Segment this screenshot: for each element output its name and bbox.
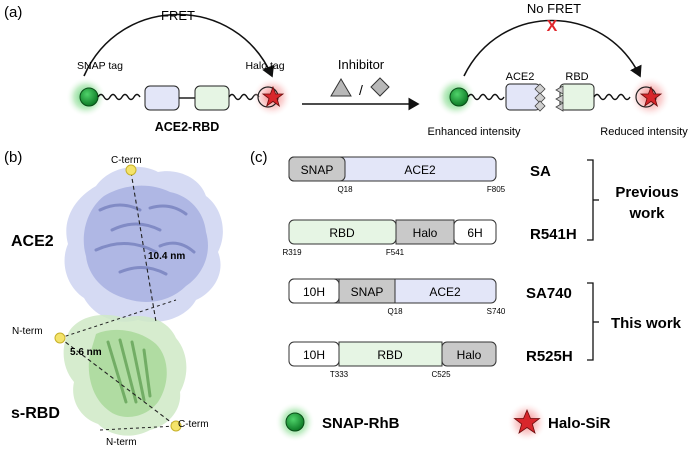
nterm-left-marker	[54, 332, 66, 344]
srbd-structure-label: s-RBD	[11, 405, 60, 422]
halo-star-icon	[261, 85, 285, 108]
no-fret-cross-icon: X	[547, 18, 558, 35]
cterm-top-label: C-term	[111, 155, 142, 166]
r525h-pos-left: T333	[330, 370, 349, 379]
triangle-bound-1-icon	[555, 85, 564, 95]
panel-c-label: (c)	[250, 149, 268, 166]
sa740-seg2: SNAP	[351, 285, 384, 299]
r525h-halo-segment	[441, 341, 497, 367]
inhibitor-label: Inhibitor	[338, 57, 385, 72]
sa740-pos-right: S740	[487, 307, 506, 316]
ace2-ribbons	[94, 203, 196, 276]
r525h-pos-right: C525	[431, 370, 451, 379]
reduced-label: Reduced intensity	[600, 126, 688, 138]
rbd-block-right	[559, 83, 595, 111]
r541h-6h-segment	[453, 219, 497, 245]
linker-left-right	[467, 93, 505, 101]
panel-b-label: (b)	[4, 149, 22, 166]
sa-seg1: SNAP	[301, 163, 334, 177]
triangle-bound-2-icon	[555, 94, 564, 104]
bracket-previous	[587, 159, 594, 241]
srbd-strands	[106, 338, 152, 404]
fret-arc	[83, 13, 274, 78]
distance-line-rbd	[59, 337, 177, 427]
cterm-top-marker	[125, 164, 137, 176]
construct-sa740: 10H SNAP ACE2 Q18 S740 SA740	[288, 278, 572, 316]
sa740-seg3: ACE2	[429, 285, 461, 299]
legend-halo-star-icon	[513, 408, 541, 434]
legend-snap-label: SNAP-RhB	[322, 415, 400, 432]
enhanced-label: Enhanced intensity	[428, 126, 521, 138]
r541h-seg3: 6H	[467, 226, 482, 240]
distance-short-label: 5.6 nm	[70, 347, 102, 358]
distance-line-bottom	[99, 425, 177, 431]
previous-work-line1: Previous	[615, 184, 678, 201]
r541h-seg2: Halo	[413, 226, 438, 240]
inhibitor-slash: /	[359, 82, 363, 98]
ace2-structure-label: ACE2	[11, 233, 54, 250]
sa740-pos-left: Q18	[387, 307, 403, 316]
construct-label: ACE2-RBD	[155, 120, 220, 134]
legend-halo-label: Halo-SiR	[548, 415, 611, 432]
r541h-pos-right: F541	[386, 248, 405, 257]
snap-tag-label: SNAP tag	[77, 60, 123, 72]
construct-sa: SNAP ACE2 Q18 F805 SA	[288, 156, 551, 194]
legend-snap-icon	[285, 412, 305, 432]
distance-line-cross	[59, 299, 177, 339]
distance-long-label: 10.4 nm	[148, 251, 185, 262]
sa740-name: SA740	[526, 285, 572, 302]
triangle-inhibitor-icon	[330, 78, 352, 97]
nterm-left-label: N-term	[12, 326, 43, 337]
no-fret-arc	[463, 19, 642, 78]
linker-left	[97, 93, 141, 101]
ace2-block	[144, 85, 180, 111]
construct-r541h: RBD Halo 6H R319 F541 R541H	[282, 219, 577, 257]
construct-r525h: 10H RBD Halo T333 C525 R525H	[288, 341, 573, 379]
sa-seg2: ACE2	[404, 163, 436, 177]
this-work-label: This work	[611, 315, 682, 332]
fret-label: FRET	[161, 8, 195, 23]
r525h-seg2: RBD	[377, 348, 403, 362]
rbd-block	[194, 85, 230, 111]
sa-pos-right: F805	[487, 185, 506, 194]
snap-tag-icon	[79, 87, 99, 107]
halo-star-icon-right	[639, 85, 663, 108]
sa-name: SA	[530, 163, 551, 180]
r525h-seg3: Halo	[457, 348, 482, 362]
panel-a-label: (a)	[4, 4, 22, 21]
protein-structure	[54, 164, 223, 436]
bracket-this	[587, 282, 594, 361]
r525h-rbd-segment	[338, 341, 443, 367]
linker-right-right	[593, 93, 631, 101]
sa-pos-left: Q18	[337, 185, 353, 194]
r525h-seg1: 10H	[303, 348, 325, 362]
ace2-label-right: ACE2	[506, 71, 535, 83]
r541h-name: R541H	[530, 226, 577, 243]
previous-work-line2: work	[628, 205, 665, 222]
ace2-helices	[83, 185, 208, 302]
r541h-pos-left: R319	[282, 248, 302, 257]
diamond-inhibitor-icon	[370, 77, 390, 97]
sa-snap-segment	[288, 156, 346, 182]
halo-tag-label: Halo tag	[245, 60, 284, 72]
sa740-snap-segment	[338, 278, 396, 304]
rbd-label-right: RBD	[565, 71, 588, 83]
nterm-bottom-label: N-term	[106, 437, 137, 448]
snap-tag-icon-right	[449, 87, 469, 107]
r525h-name: R525H	[526, 348, 573, 365]
triangle-bound-3-icon	[555, 102, 564, 112]
r541h-seg1: RBD	[329, 226, 355, 240]
diamond-bound-3-icon	[534, 100, 546, 112]
sa740-seg1: 10H	[303, 285, 325, 299]
distance-line-ace2	[130, 171, 157, 323]
cterm-bottom-label: C-term	[178, 419, 209, 430]
cterm-bottom-marker	[170, 420, 182, 432]
no-fret-label: No FRET	[527, 1, 581, 16]
